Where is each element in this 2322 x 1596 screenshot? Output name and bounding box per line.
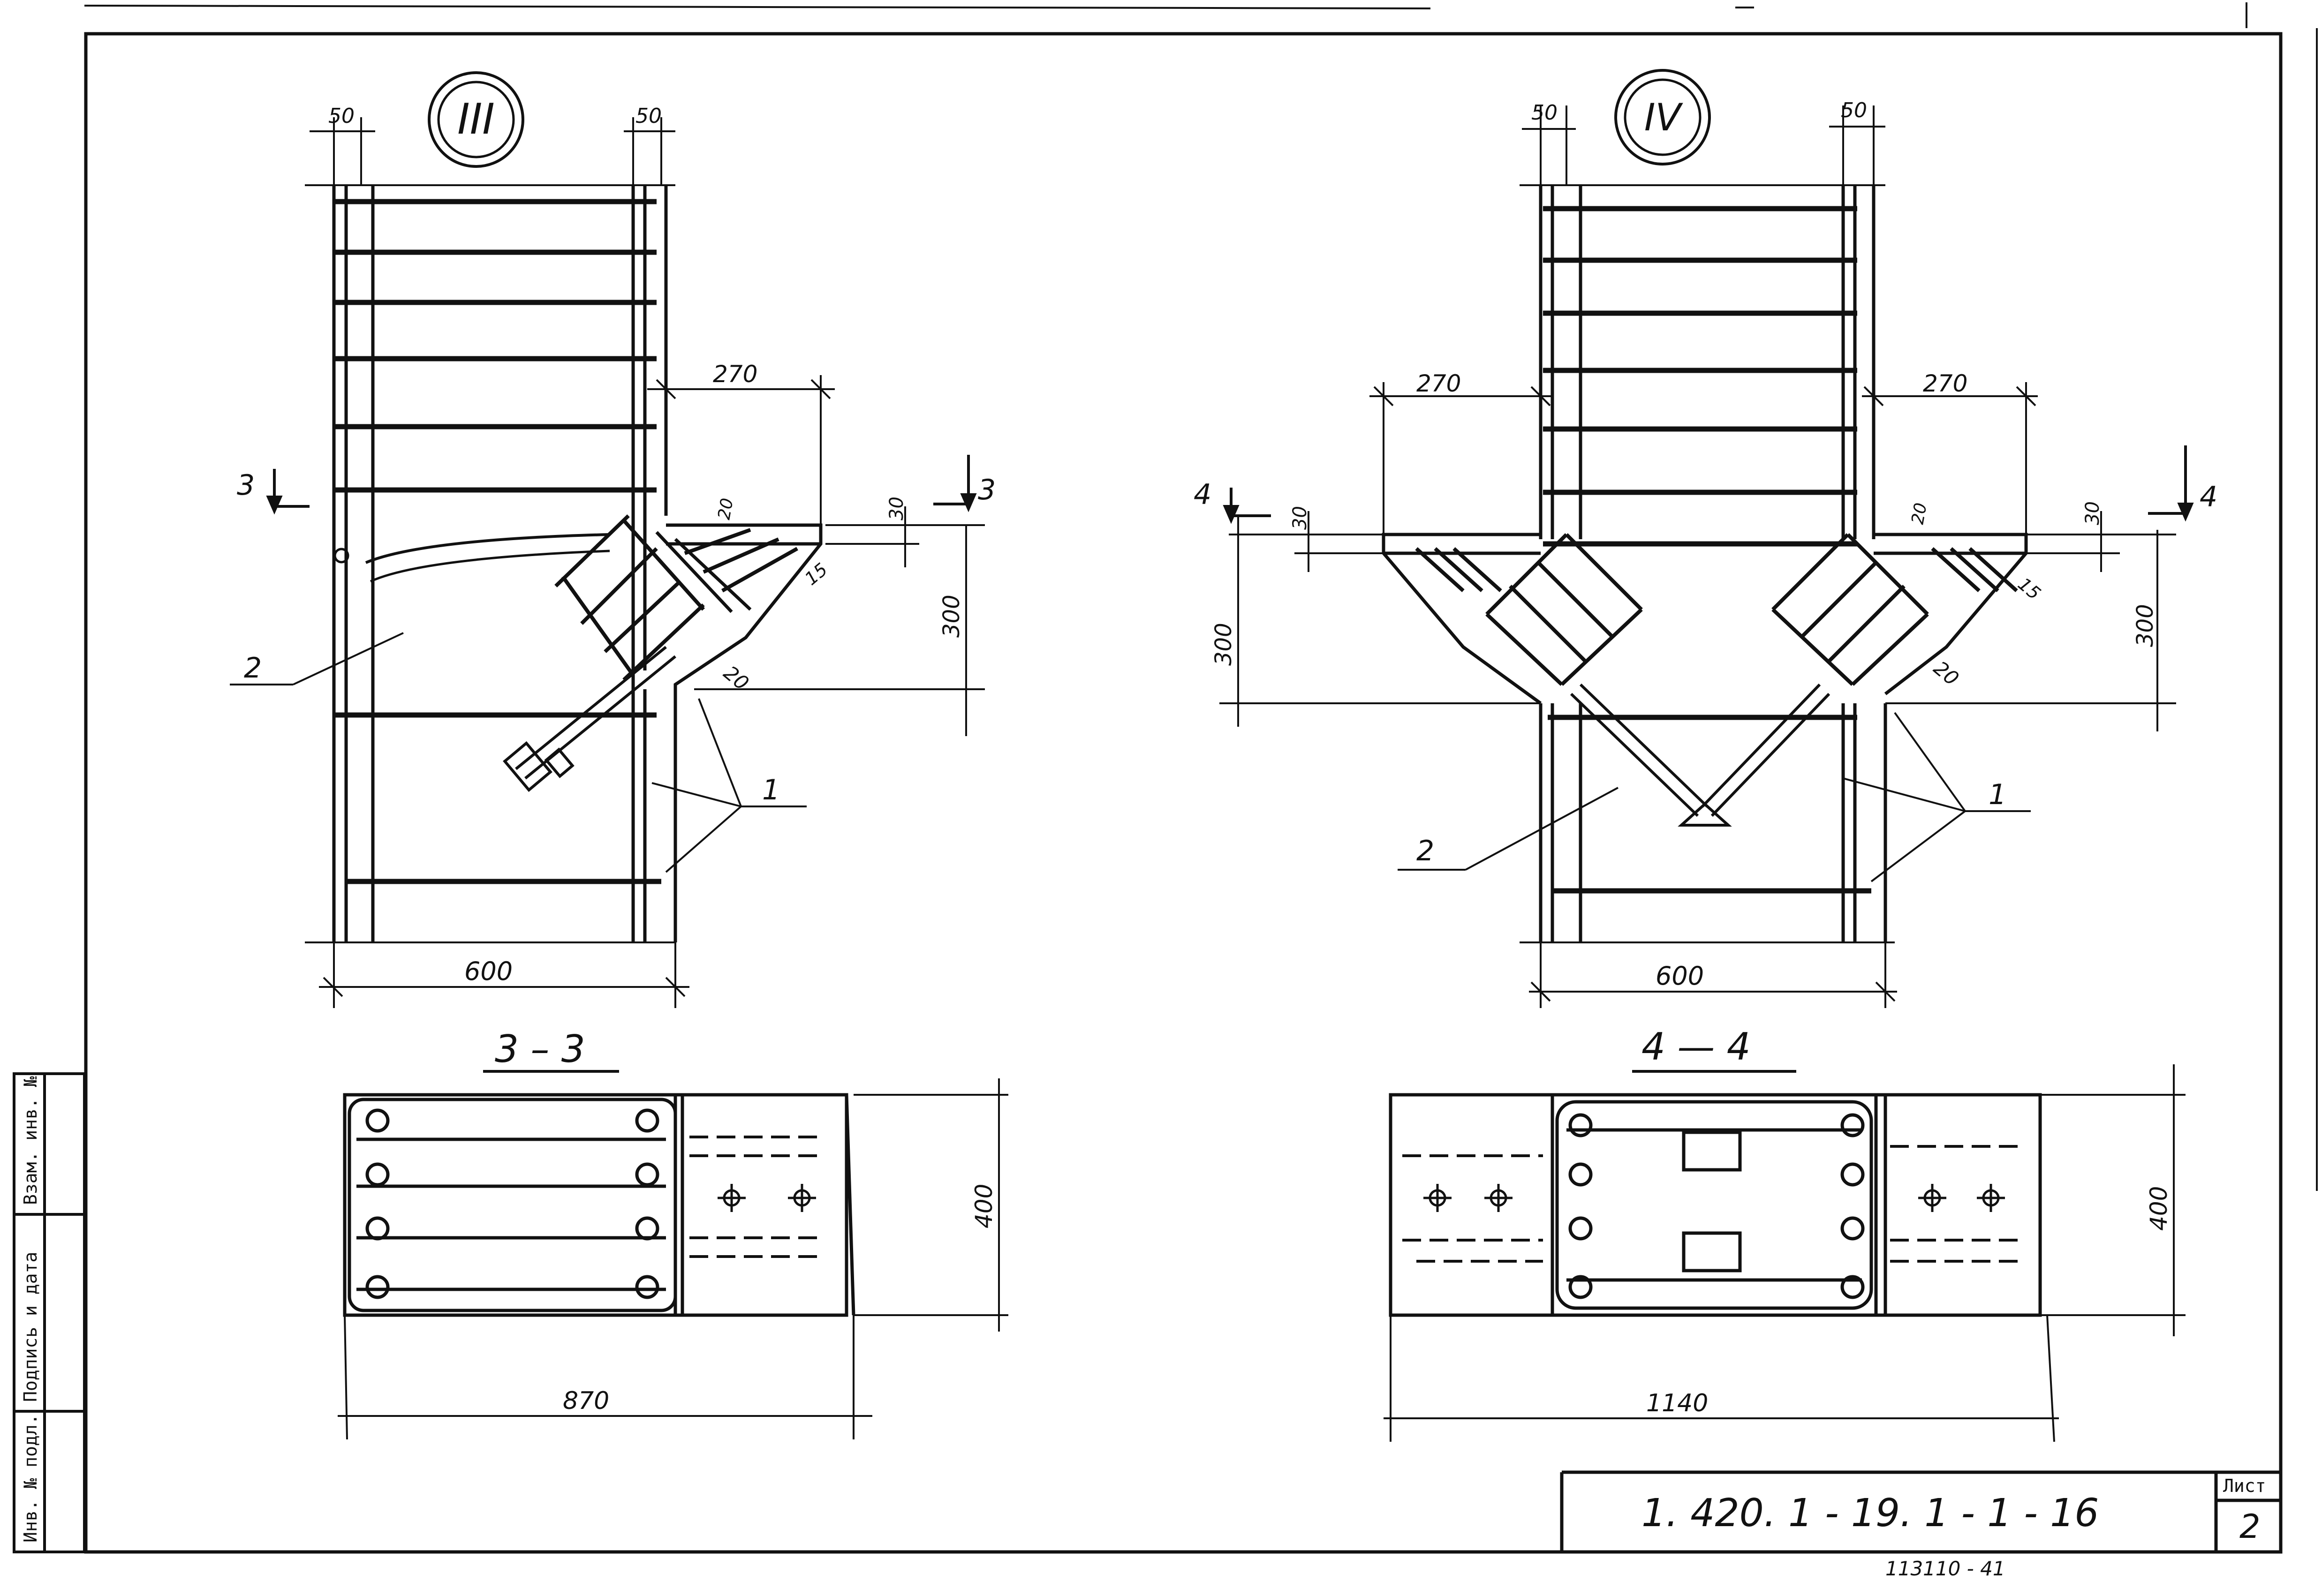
- dim-iv-30-left: 30: [1289, 506, 1311, 530]
- bars-3-3: [365, 1108, 659, 1299]
- tie-rods-iv: [1570, 683, 1830, 827]
- cage-iv: [1415, 533, 2018, 686]
- section-3-3-dim-400: 400: [970, 1184, 998, 1228]
- side-stamp: Инв. № подл. Подпись и дата Взам. инв. №: [13, 1072, 86, 1553]
- dim-iii-20a: 20: [714, 497, 737, 521]
- dim-iv-30-right: 30: [2082, 501, 2103, 525]
- dim-iv-300-right: 300: [2132, 604, 2158, 647]
- dim-iii-270: 270: [713, 361, 757, 388]
- dim-iv-20a: 20: [1908, 501, 1930, 526]
- callout-iv-2: 2: [1416, 835, 1434, 867]
- stamp-signature-date: Подпись и дата: [20, 1252, 41, 1402]
- stirrups-iv: [1543, 206, 1871, 894]
- bracket-iv-left: [1382, 533, 1542, 705]
- node-iii-view: III 50 50 270 30 300: [230, 71, 996, 1008]
- stirrups-iii: [333, 199, 661, 884]
- sheet-label: Лист: [2223, 1476, 2266, 1496]
- section-3-3-title: 3 – 3: [495, 1027, 585, 1071]
- section-3-3: 3 – 3: [338, 1027, 1008, 1440]
- callout-iv-1: 1: [1989, 778, 2006, 811]
- cut-iv-right: 4: [2200, 481, 2217, 513]
- sheet-number: 2: [2239, 1507, 2261, 1546]
- column-iii: [305, 184, 677, 943]
- tie-rod-iii: [503, 646, 676, 792]
- section-4-4: 4 — 4: [1384, 1025, 2186, 1442]
- dim-iv-270-right: 270: [1923, 370, 1967, 397]
- cut-iv-left: 4: [1194, 478, 1211, 511]
- section-3-3-dim-870: 870: [563, 1387, 609, 1415]
- stamp-inv-replace: Взам. инв. №: [20, 1076, 41, 1205]
- cage-iii: [554, 514, 798, 681]
- marker-iv: IV: [1614, 69, 1711, 166]
- dim-iv-15: 15: [2014, 573, 2044, 604]
- dim-iv-20b: 20: [1929, 656, 1963, 690]
- callout-iii-1: 1: [762, 774, 780, 806]
- dim-iii-300: 300: [938, 595, 965, 638]
- cut-iii-left: 3: [237, 469, 255, 502]
- dim-iv-270-left: 270: [1416, 370, 1461, 397]
- marker-iv-label: IV: [1644, 96, 1684, 139]
- dim-iii-right-50: 50: [635, 104, 662, 128]
- drawing-code: 1. 420. 1 - 19. 1 - 1 - 16: [1641, 1491, 2099, 1536]
- dim-iv-left-50: 50: [1531, 101, 1558, 125]
- sheet-frame: [84, 2, 2318, 1554]
- stamp-inv-original: Инв. № подл.: [20, 1414, 41, 1543]
- bottom-note: 113110 - 41: [1885, 1557, 2005, 1580]
- title-block: 1. 420. 1 - 19. 1 - 1 - 16 Лист 2 113110…: [1560, 1470, 2281, 1580]
- section-4-4-dim-1140: 1140: [1646, 1389, 1708, 1417]
- dim-iii-30: 30: [886, 497, 908, 520]
- dim-iv-300-left: 300: [1210, 623, 1237, 666]
- dim-iii-600: 600: [464, 956, 513, 986]
- marker-iii: III: [428, 71, 524, 168]
- section-4-4-title: 4 — 4: [1641, 1025, 1751, 1069]
- concrete-break-iii: [365, 533, 610, 564]
- dim-iv-right-50: 50: [1841, 98, 1867, 122]
- marker-iii-label: III: [457, 95, 495, 144]
- cut-iii-right: 3: [978, 474, 996, 506]
- node-iv-view: IV 50 50 270 270: [1194, 69, 2217, 1008]
- dim-iv-600: 600: [1656, 961, 1704, 991]
- bars-4-4: [1568, 1113, 1865, 1299]
- section-4-4-dim-400: 400: [2145, 1186, 2172, 1231]
- dim-iii-left-50: 50: [328, 104, 355, 128]
- callout-iii-2: 2: [244, 652, 262, 685]
- column-iv: [1520, 184, 1895, 943]
